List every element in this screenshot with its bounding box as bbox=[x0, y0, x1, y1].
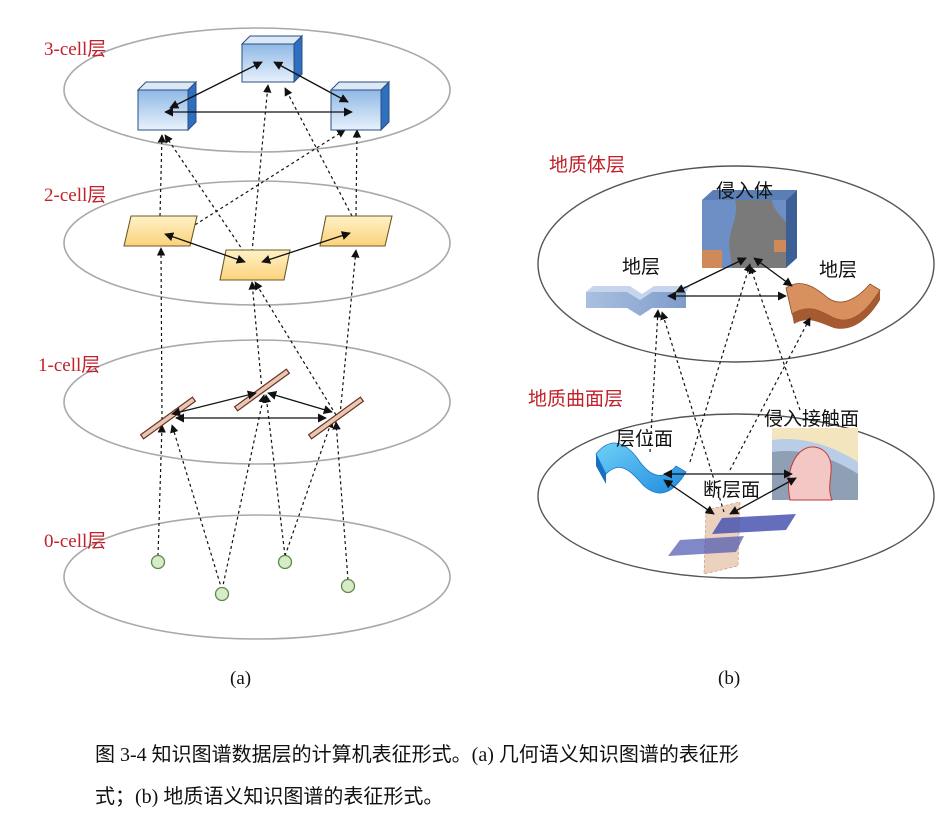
node-label-intrusion: 侵入体 bbox=[716, 181, 774, 202]
stratum-right bbox=[785, 283, 881, 329]
layer-label-1cell: 1-cell层 bbox=[38, 355, 101, 376]
layer-ellipse-surface bbox=[537, 413, 935, 579]
cube-3cell bbox=[329, 80, 391, 132]
panel-a bbox=[63, 27, 451, 640]
cube-3cell bbox=[136, 80, 198, 132]
caption-line-2: 式；(b) 地质语义知识图谱的表征形式。 bbox=[95, 786, 444, 808]
node-label-contact: 侵入接触面 bbox=[764, 409, 860, 430]
node-0cell bbox=[340, 578, 356, 594]
face-2cell bbox=[319, 215, 393, 247]
layer-ellipse-1cell bbox=[63, 339, 451, 465]
node-label-horizon: 层位面 bbox=[616, 429, 674, 450]
edge-1cell bbox=[307, 396, 365, 440]
fault-surface bbox=[668, 501, 796, 575]
panel-b bbox=[537, 165, 935, 579]
face-2cell bbox=[219, 249, 291, 281]
layer-label-surface: 地质曲面层 bbox=[528, 389, 624, 410]
contact-surface bbox=[772, 428, 858, 501]
layer-label-geobody: 地质体层 bbox=[549, 155, 626, 176]
node-label-fault: 断层面 bbox=[703, 480, 761, 501]
caption-line-1: 图 3-4 知识图谱数据层的计算机表征形式。(a) 几何语义知识图谱的表征形 bbox=[95, 744, 739, 766]
node-label-stratum-left: 地层 bbox=[622, 257, 661, 278]
subfigure-label-b: (b) bbox=[718, 668, 741, 689]
layer-ellipse-geobody bbox=[537, 165, 935, 363]
layer-ellipse-3cell bbox=[63, 27, 451, 153]
node-label-stratum-right: 地层 bbox=[819, 260, 858, 281]
layer-ellipse-0cell bbox=[63, 514, 451, 640]
three-cells bbox=[136, 34, 391, 132]
figure-caption: 图 3-4 知识图谱数据层的计算机表征形式。(a) 几何语义知识图谱的表征形 式… bbox=[95, 734, 895, 818]
layer-ellipse-2cell bbox=[63, 180, 451, 306]
node-0cell bbox=[214, 586, 230, 602]
node-0cell bbox=[277, 554, 293, 570]
zero-cells bbox=[150, 554, 356, 602]
two-cells bbox=[123, 215, 393, 281]
layer-label-0cell: 0-cell层 bbox=[44, 531, 107, 552]
subfigure-label-a: (a) bbox=[230, 668, 252, 689]
layer-label-2cell: 2-cell层 bbox=[44, 185, 107, 206]
cube-3cell bbox=[240, 34, 304, 84]
edge-1cell bbox=[233, 368, 291, 412]
layer-label-3cell: 3-cell层 bbox=[44, 39, 107, 60]
one-cells bbox=[139, 368, 365, 440]
stratum-left bbox=[586, 286, 690, 316]
node-0cell bbox=[150, 554, 166, 570]
